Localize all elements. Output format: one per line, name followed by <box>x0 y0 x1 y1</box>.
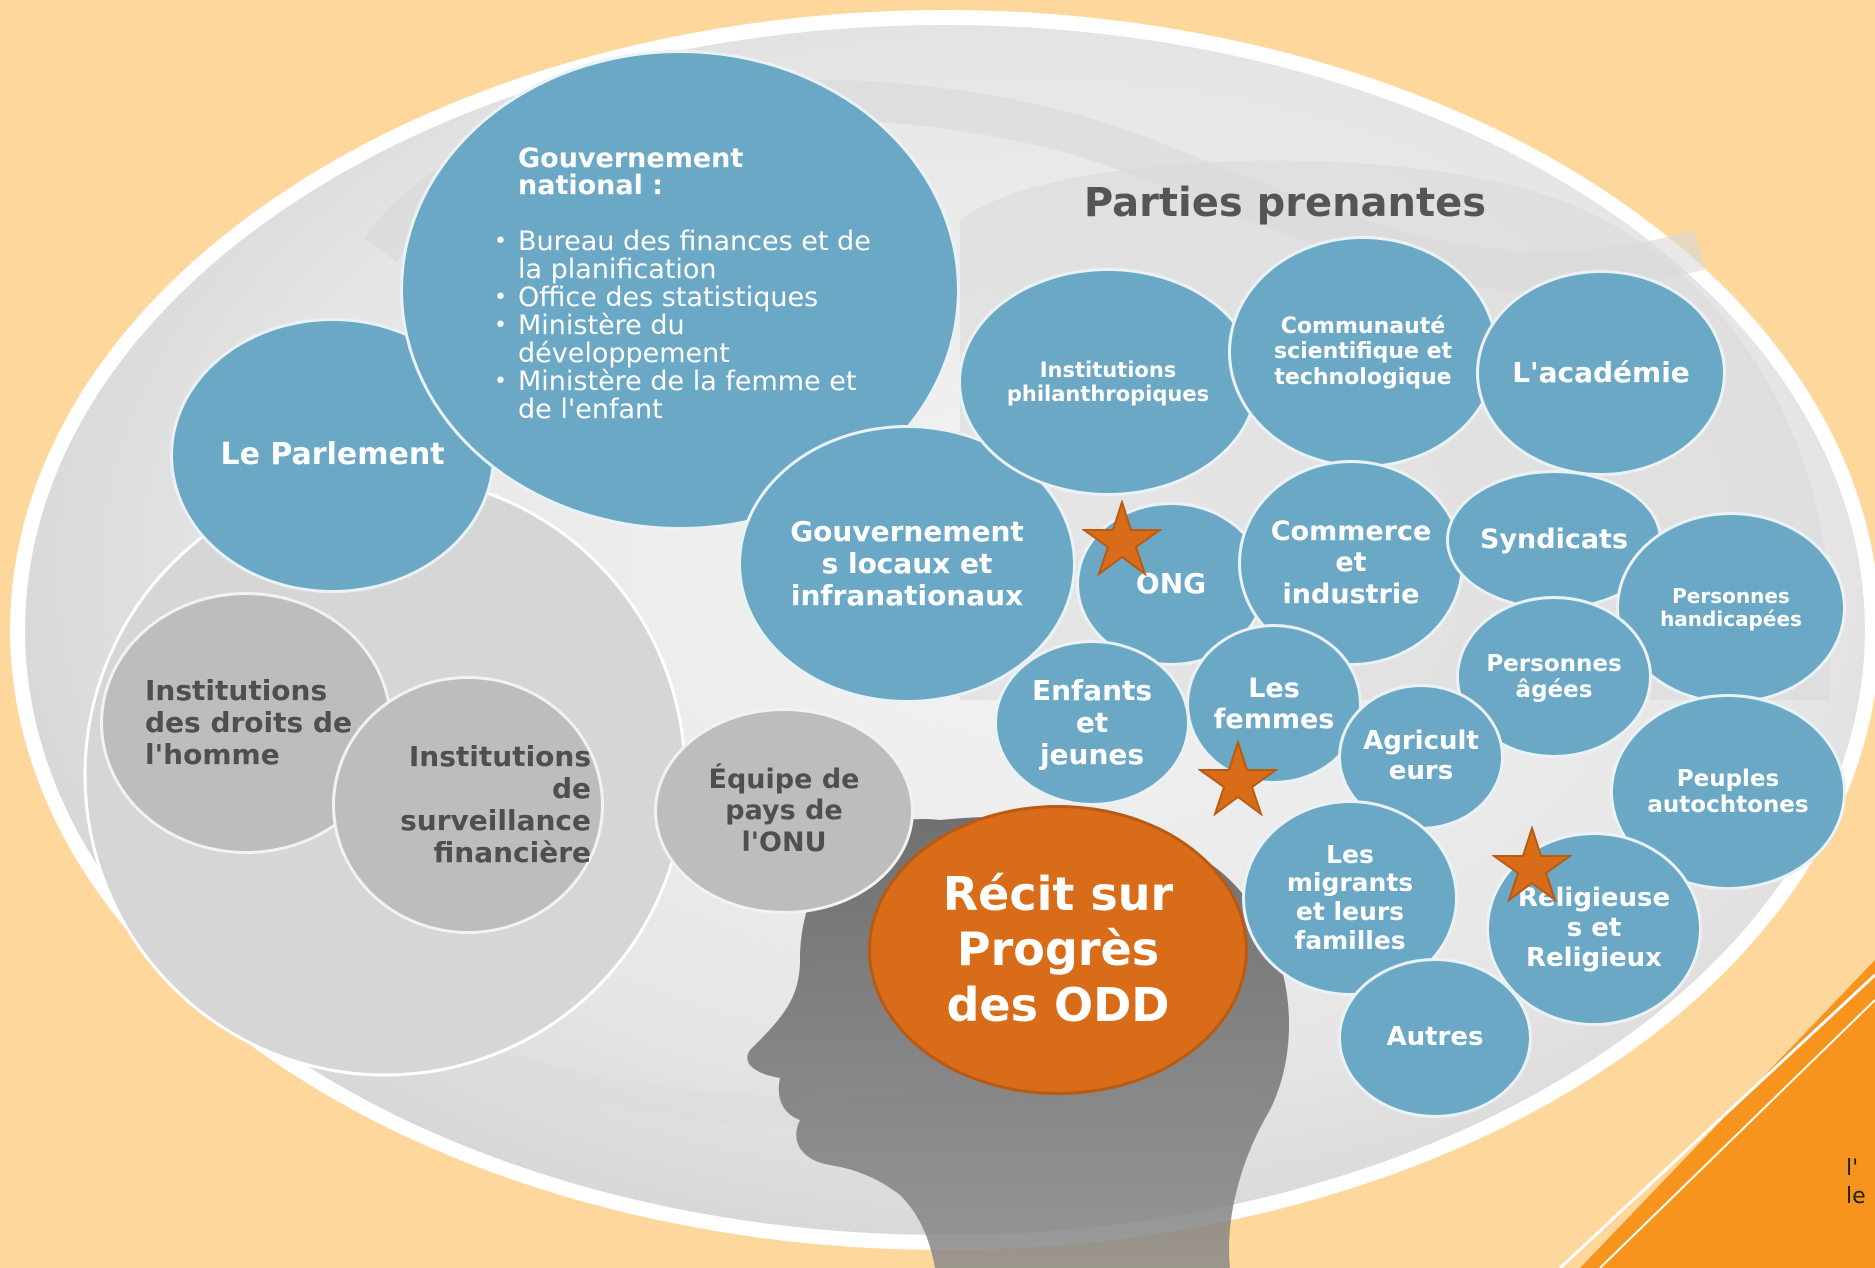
node-local-governments: Gouvernement s locaux et infranationaux <box>738 425 1076 703</box>
stakeholders-title: Parties prenantes <box>1083 180 1487 226</box>
list-item: Ministère du développement <box>494 312 898 368</box>
node-children-youth: Enfants et jeunes <box>994 640 1190 806</box>
national-government-heading: Gouvernement national : <box>518 143 744 201</box>
node-others: Autres <box>1338 958 1532 1118</box>
star-icon <box>1082 500 1162 576</box>
star-icon <box>1198 740 1278 816</box>
node-philanthropic-institutions: Institutions philanthropiques <box>958 268 1258 496</box>
node-parliament-label: Le Parlement <box>220 437 445 473</box>
node-women: Les femmes <box>1186 624 1362 784</box>
node-un-country-team: Équipe de pays de l'ONU <box>654 708 914 914</box>
node-academia: L'académie <box>1476 270 1726 476</box>
corner-text: l' le <box>1846 1156 1866 1209</box>
node-parliament: Le Parlement <box>170 318 495 593</box>
node-financial-oversight: Institutions de surveillance financière <box>332 676 604 934</box>
node-persons-with-disabilities: Personnes handicapées <box>1616 512 1846 704</box>
national-government-list: Bureau des finances et de la planificati… <box>494 228 898 424</box>
list-item: Bureau des finances et de la planificati… <box>494 228 898 284</box>
star-icon <box>1492 826 1572 902</box>
node-sdg-progress-narrative: Récit sur Progrès des ODD <box>868 805 1248 1095</box>
list-item: Office des statistiques <box>494 284 898 313</box>
node-science-community: Communauté scientifique et technologique <box>1228 236 1498 468</box>
list-item: Ministère de la femme et de l'enfant <box>494 368 898 424</box>
